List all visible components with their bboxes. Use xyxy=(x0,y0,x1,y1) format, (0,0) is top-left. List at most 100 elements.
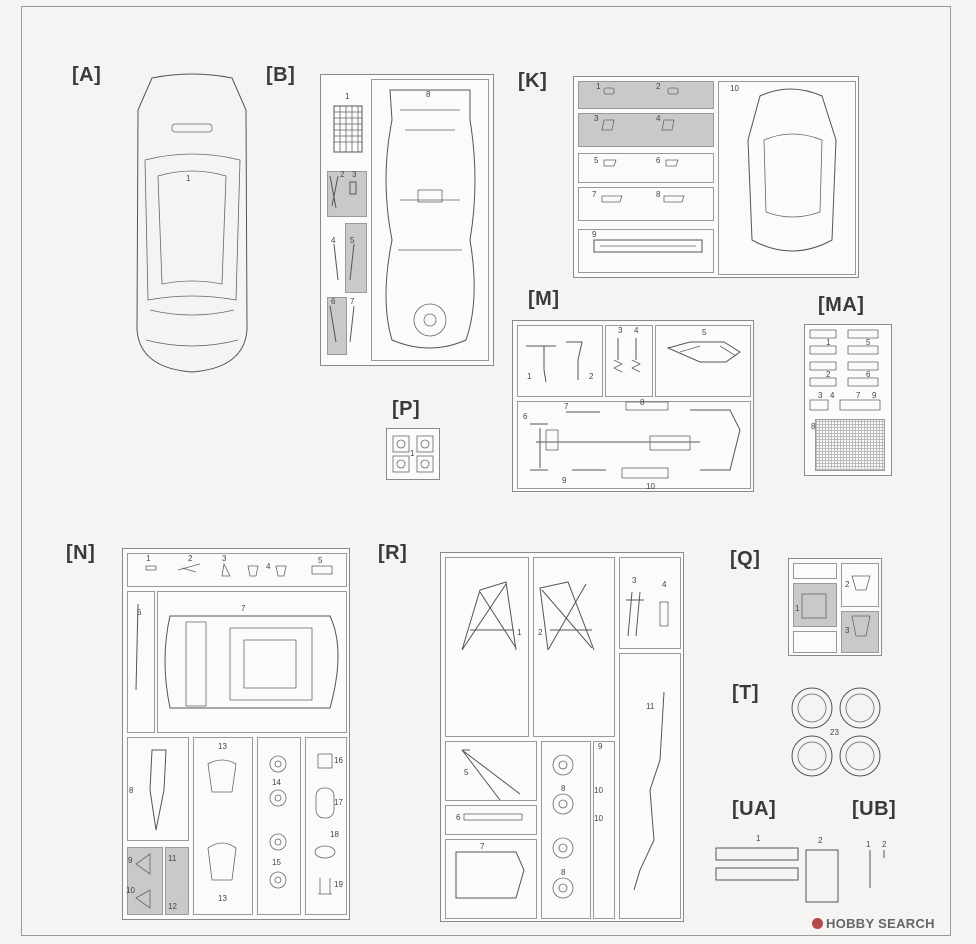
part-k-3: 3 xyxy=(594,114,599,123)
sprue-p xyxy=(386,428,440,480)
k-row-3 xyxy=(578,153,714,183)
part-n-7: 7 xyxy=(241,604,246,613)
sprue-k xyxy=(573,76,859,278)
part-b-6: 6 xyxy=(331,297,336,306)
q-cell-2 xyxy=(841,563,879,607)
part-ma-9: 9 xyxy=(872,391,877,400)
part-m-3: 3 xyxy=(618,326,623,335)
part-k-2: 2 xyxy=(656,82,661,91)
sprue-n xyxy=(122,548,350,920)
part-r-2: 2 xyxy=(538,628,543,637)
part-n-19: 19 xyxy=(334,880,343,889)
part-k-6: 6 xyxy=(656,156,661,165)
part-a-1: 1 xyxy=(186,174,191,183)
part-n-1: 1 xyxy=(146,554,151,563)
part-ma-1: 1 xyxy=(826,338,831,347)
label-m: [M] xyxy=(528,288,560,310)
part-b-1: 1 xyxy=(345,92,350,101)
k-row-5 xyxy=(578,229,714,273)
q-grey-1 xyxy=(793,583,837,627)
r-cell-3 xyxy=(619,557,681,649)
part-n-18: 18 xyxy=(330,830,339,839)
part-k-5: 5 xyxy=(594,156,599,165)
part-r-1: 1 xyxy=(517,628,522,637)
part-ma-8: 8 xyxy=(811,422,816,431)
part-b-5: 5 xyxy=(350,236,355,245)
part-p-1: 1 xyxy=(410,449,415,458)
part-m-5: 5 xyxy=(702,328,707,337)
part-ma-7: 7 xyxy=(856,391,861,400)
part-k-8: 8 xyxy=(656,190,661,199)
part-ma-3: 3 xyxy=(818,391,823,400)
part-ma-2: 2 xyxy=(826,370,831,379)
part-b-8: 8 xyxy=(426,90,431,99)
ma-mesh xyxy=(815,419,885,471)
r-cell-2 xyxy=(533,557,615,737)
part-t-23: 23 xyxy=(830,728,839,737)
label-k: [K] xyxy=(518,70,548,92)
part-ub-1: 1 xyxy=(866,840,871,849)
part-ub-2: 2 xyxy=(882,840,887,849)
m-cell-1 xyxy=(517,325,603,397)
part-n-8: 8 xyxy=(129,786,134,795)
label-r: [R] xyxy=(378,542,408,564)
part-ua-2: 2 xyxy=(818,836,823,845)
part-b-7: 7 xyxy=(350,297,355,306)
k-row-2 xyxy=(578,113,714,147)
part-r-8a: 8 xyxy=(561,784,566,793)
r-cell-11 xyxy=(619,653,681,919)
part-n-6: 6 xyxy=(137,608,142,617)
r-cell-6 xyxy=(445,805,537,835)
part-n-12: 12 xyxy=(168,902,177,911)
part-q-1: 1 xyxy=(795,604,800,613)
part-ma-6: 6 xyxy=(866,370,871,379)
part-m-8: 8 xyxy=(640,398,645,407)
part-r-5: 5 xyxy=(464,768,469,777)
b-grey-6 xyxy=(327,297,347,355)
part-q-2: 2 xyxy=(845,580,850,589)
watermark-text: HOBBY SEARCH xyxy=(826,916,935,931)
label-ua: [UA] xyxy=(732,798,777,820)
m-cell-5 xyxy=(655,325,751,397)
m-cell-3 xyxy=(605,325,653,397)
part-n-17: 17 xyxy=(334,798,343,807)
part-m-9: 9 xyxy=(562,476,567,485)
r-cell-1 xyxy=(445,557,529,737)
part-k-10: 10 xyxy=(730,84,739,93)
n-top-row xyxy=(127,553,347,587)
label-q: [Q] xyxy=(730,548,761,570)
r-cell-9 xyxy=(593,741,615,919)
part-b-3: 3 xyxy=(352,170,357,179)
part-r-8b: 8 xyxy=(561,868,566,877)
m-cell-6 xyxy=(517,401,751,489)
part-ma-4: 4 xyxy=(830,391,835,400)
part-k-4: 4 xyxy=(656,114,661,123)
part-b-4: 4 xyxy=(331,236,336,245)
part-r-11: 11 xyxy=(646,702,655,711)
n-cell-8 xyxy=(127,737,189,841)
part-m-7: 7 xyxy=(564,402,569,411)
label-p: [P] xyxy=(392,398,421,420)
part-n-10: 10 xyxy=(126,886,135,895)
n-cell-6 xyxy=(127,591,155,733)
q-cell-bottom xyxy=(793,631,837,653)
part-n-15: 15 xyxy=(272,858,281,867)
label-b: [B] xyxy=(266,64,296,86)
hobby-search-logo-icon xyxy=(812,918,823,929)
part-n-3: 3 xyxy=(222,554,227,563)
part-m-4: 4 xyxy=(634,326,639,335)
part-m-1: 1 xyxy=(527,372,532,381)
part-k-9: 9 xyxy=(592,230,597,239)
r-cell-5 xyxy=(445,741,537,801)
q-cell-top xyxy=(793,563,837,579)
part-n-14: 14 xyxy=(272,778,281,787)
